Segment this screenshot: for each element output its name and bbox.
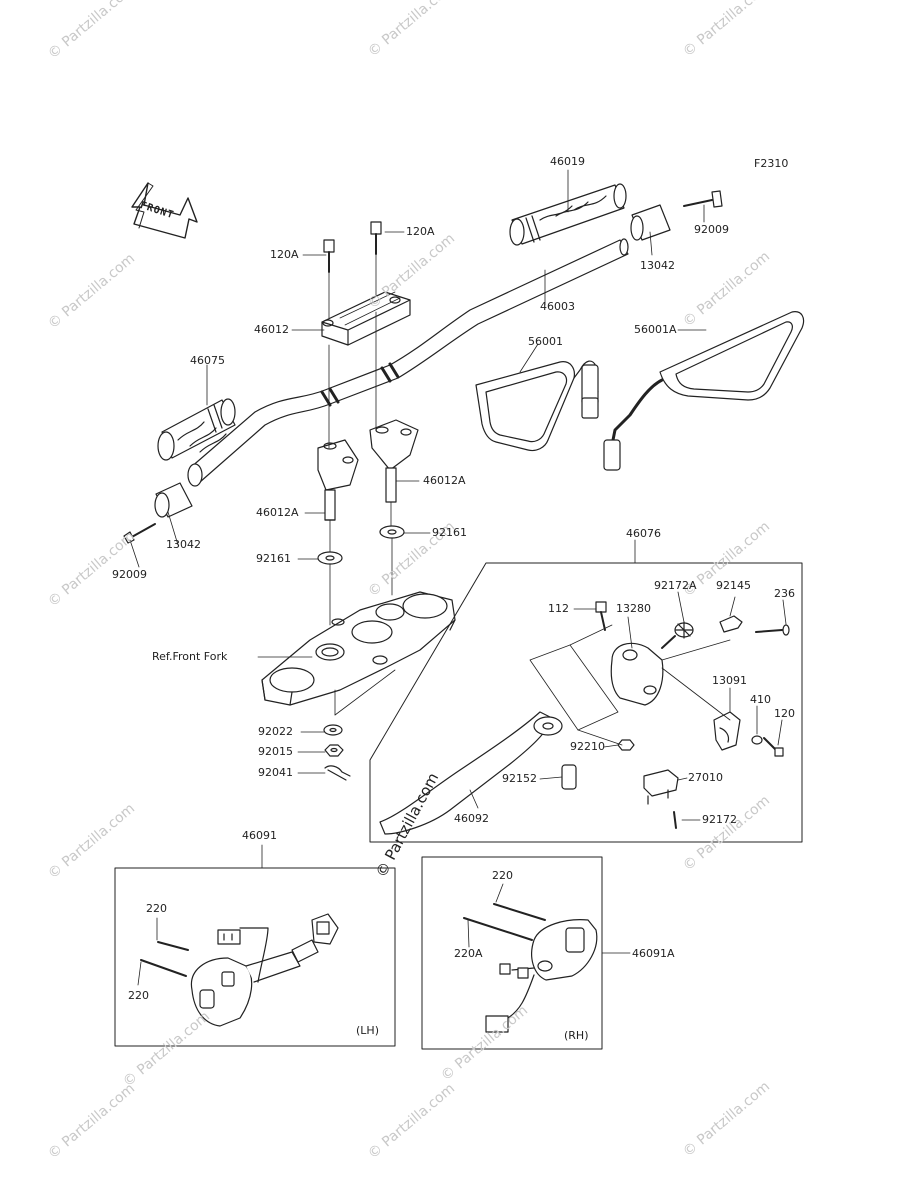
part-label-92145: 92145 bbox=[716, 579, 751, 592]
part-label-92172: 92172 bbox=[702, 813, 737, 826]
adjuster bbox=[661, 621, 694, 649]
rh-connector bbox=[485, 1015, 509, 1033]
switch-screw bbox=[673, 811, 677, 829]
left-bar-end bbox=[154, 482, 193, 518]
part-label-220-rh: 220 bbox=[492, 869, 513, 882]
part-label-46012A-left: 46012A bbox=[256, 506, 299, 519]
part-label-410: 410 bbox=[750, 693, 771, 706]
spring-clip bbox=[719, 615, 743, 633]
part-label-56001A: 56001A bbox=[634, 323, 677, 336]
right-grip bbox=[509, 183, 627, 246]
part-label-92172A: 92172A bbox=[654, 579, 697, 592]
rh-screws bbox=[463, 903, 546, 941]
front-arrow-icon bbox=[131, 182, 198, 239]
part-label-46012A-right: 46012A bbox=[423, 474, 466, 487]
lh-screws bbox=[140, 941, 189, 977]
rh-side-label: (RH) bbox=[564, 1029, 589, 1042]
lever-collar bbox=[561, 764, 577, 790]
leader-lines bbox=[129, 169, 787, 986]
part-label-27010: 27010 bbox=[688, 771, 723, 784]
part-label-13042-left: 13042 bbox=[166, 538, 201, 551]
holder-bolt-right bbox=[370, 221, 382, 255]
part-label-92009-left: 92009 bbox=[112, 568, 147, 581]
part-label-46012: 46012 bbox=[254, 323, 289, 336]
part-label-92041: 92041 bbox=[258, 766, 293, 779]
ref-front-fork-label: Ref.Front Fork bbox=[152, 650, 228, 663]
lh-switch-box bbox=[114, 867, 396, 1047]
part-label-92015: 92015 bbox=[258, 745, 293, 758]
lever-holder bbox=[610, 642, 664, 706]
part-label-46091A: 46091A bbox=[632, 947, 675, 960]
washer-right bbox=[379, 525, 405, 539]
lower-holder-left bbox=[317, 439, 359, 521]
part-label-236: 236 bbox=[774, 587, 795, 600]
rh-small-connectors bbox=[499, 963, 529, 979]
lh-switch-housing bbox=[190, 927, 319, 1027]
pivot-bolt bbox=[595, 601, 607, 631]
part-label-46003: 46003 bbox=[540, 300, 575, 313]
part-label-220-bottom-left: 220 bbox=[128, 989, 149, 1002]
upper-triple-clamp bbox=[261, 591, 456, 706]
lever-assembly-box bbox=[369, 562, 803, 843]
part-label-120A-right: 120A bbox=[406, 225, 435, 238]
pivot-nut bbox=[617, 739, 635, 751]
right-bar-end bbox=[630, 204, 671, 241]
clamp-bolt bbox=[763, 737, 784, 757]
clamp-washer bbox=[751, 735, 763, 745]
lh-side-label: (LH) bbox=[356, 1024, 379, 1037]
steering-washer bbox=[323, 724, 343, 736]
part-label-120A-left: 120A bbox=[270, 248, 299, 261]
cotter-pin bbox=[324, 765, 351, 781]
part-label-220-top-left: 220 bbox=[146, 902, 167, 915]
part-label-92210: 92210 bbox=[570, 740, 605, 753]
holder-bolt-left bbox=[323, 239, 335, 273]
left-grip bbox=[157, 398, 236, 461]
part-label-112: 112 bbox=[548, 602, 569, 615]
upper-handlebar-holder bbox=[321, 291, 411, 346]
part-label-13280: 13280 bbox=[616, 602, 651, 615]
washer-left bbox=[317, 551, 343, 565]
part-label-13091: 13091 bbox=[712, 674, 747, 687]
stop-lamp-switch bbox=[643, 769, 679, 805]
part-label-46091: 46091 bbox=[242, 829, 277, 842]
steering-nut bbox=[324, 744, 344, 757]
part-label-46076: 46076 bbox=[626, 527, 661, 540]
lh-connector-large bbox=[311, 913, 339, 945]
part-label-46019: 46019 bbox=[550, 155, 585, 168]
small-screw bbox=[755, 624, 790, 636]
part-label-56001: 56001 bbox=[528, 335, 563, 348]
part-label-46092: 46092 bbox=[454, 812, 489, 825]
left-mirror bbox=[475, 360, 599, 452]
part-label-92022: 92022 bbox=[258, 725, 293, 738]
part-label-220A: 220A bbox=[454, 947, 483, 960]
figure-code: F2310 bbox=[754, 157, 789, 170]
lh-connector-small bbox=[217, 929, 241, 945]
right-bar-end-screw bbox=[683, 190, 723, 208]
lever-sub-box bbox=[529, 644, 619, 731]
part-label-92152: 92152 bbox=[502, 772, 537, 785]
part-label-46075: 46075 bbox=[190, 354, 225, 367]
part-label-92161-right: 92161 bbox=[432, 526, 467, 539]
right-mirror bbox=[603, 311, 805, 471]
part-label-13042-top: 13042 bbox=[640, 259, 675, 272]
lever bbox=[379, 711, 563, 835]
part-label-92161-left: 92161 bbox=[256, 552, 291, 565]
part-label-120: 120 bbox=[774, 707, 795, 720]
part-label-92009-top: 92009 bbox=[694, 223, 729, 236]
left-bar-end-screw bbox=[123, 523, 156, 544]
lower-holder-right bbox=[369, 419, 419, 503]
